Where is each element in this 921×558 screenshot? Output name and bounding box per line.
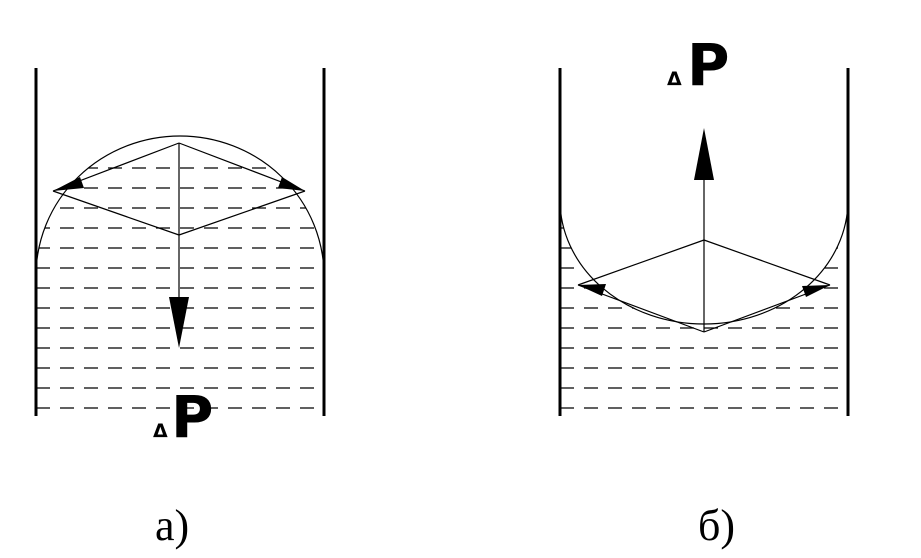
liquid-a bbox=[36, 167, 324, 409]
tension-arrowhead-left-a bbox=[53, 177, 84, 191]
force-label-p-b: P bbox=[687, 31, 730, 99]
force-label-delta-b: Δ bbox=[667, 68, 682, 90]
force-parallelogram-a bbox=[52, 142, 306, 300]
force-parallelogram-b bbox=[577, 175, 831, 333]
tension-arrowhead-right-a bbox=[278, 177, 305, 191]
tension-arrowhead-right-b bbox=[802, 285, 830, 297]
panel-b-caption: б) bbox=[698, 501, 735, 550]
force-label-delta-a: Δ bbox=[153, 420, 168, 442]
force-label-p-a: P bbox=[171, 383, 214, 451]
tension-arrowhead-left-b bbox=[578, 284, 606, 296]
panel-a: Δ P а) bbox=[34, 68, 326, 550]
meniscus-convex bbox=[35, 135, 325, 277]
pressure-arrowhead-up bbox=[694, 128, 714, 180]
panel-a-caption: а) bbox=[155, 501, 189, 550]
pressure-arrowhead-down bbox=[169, 297, 189, 348]
panel-b: Δ P б) bbox=[558, 31, 850, 550]
